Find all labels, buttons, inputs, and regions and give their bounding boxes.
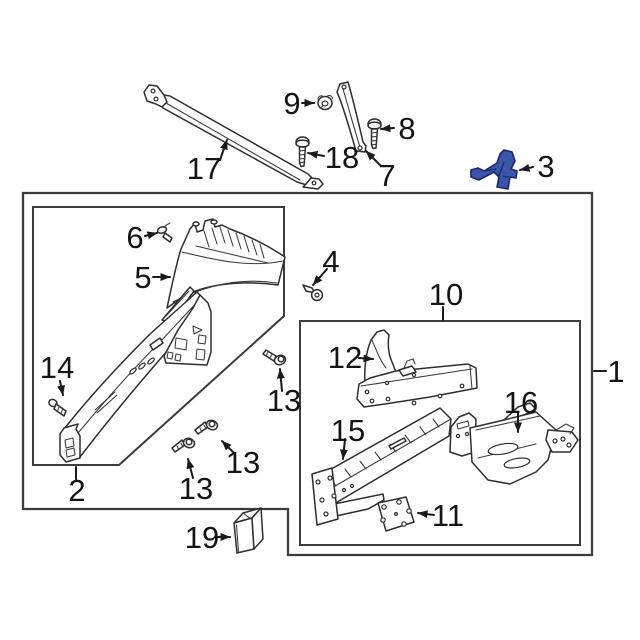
leader-8	[380, 124, 395, 133]
part-13-bolt-c	[171, 437, 196, 453]
leader-13c	[186, 458, 195, 479]
part-4-rivet	[302, 284, 324, 302]
part-12-rail-bracket	[356, 329, 478, 408]
assembly-box-1	[21, 191, 594, 557]
part-label-19: 19	[185, 520, 219, 555]
part-2-fender-apron	[59, 291, 212, 463]
part-16-apron-assembly	[449, 402, 579, 485]
part-label-7: 7	[378, 158, 395, 193]
part-label-13c: 13	[179, 471, 213, 506]
leader-18	[307, 150, 325, 159]
part-13-bolt-b	[194, 419, 219, 435]
part-3-bracket-highlighted	[470, 149, 518, 190]
part-label-12: 12	[328, 340, 362, 375]
part-label-14: 14	[40, 350, 74, 385]
part-label-10: 10	[429, 277, 463, 312]
part-19-spacer-block	[233, 507, 264, 554]
leader-4	[312, 268, 328, 286]
leader-11	[417, 510, 435, 519]
part-label-5: 5	[134, 260, 151, 295]
leader-7	[365, 150, 382, 167]
leader-15	[339, 438, 348, 460]
part-label-13a: 13	[267, 383, 301, 418]
part-11-bracket-plate	[377, 496, 415, 532]
part-label-16: 16	[504, 385, 538, 420]
part-label-13b: 13	[226, 445, 260, 480]
part-label-18: 18	[325, 140, 359, 175]
assembly-box-2	[32, 206, 285, 466]
part-7-support-bracket	[336, 81, 367, 153]
part-label-11: 11	[432, 498, 464, 533]
leader-12	[358, 354, 374, 363]
part-6-clip	[156, 222, 173, 243]
part-9-nut	[317, 95, 334, 111]
leader-17	[219, 139, 228, 161]
part-label-9: 9	[283, 86, 300, 121]
assembly-box-10	[299, 320, 581, 546]
leader-13b	[221, 440, 236, 455]
leader-6	[144, 231, 158, 240]
part-label-4: 4	[322, 244, 339, 279]
part-8-bolt	[367, 118, 382, 150]
leader-3	[519, 163, 534, 172]
part-label-2: 2	[68, 473, 85, 508]
part-17-brace	[143, 84, 324, 190]
part-label-6: 6	[126, 220, 143, 255]
part-13-bolt-a	[262, 349, 287, 366]
leader-14	[57, 380, 65, 396]
part-label-15: 15	[331, 413, 365, 448]
leader-13a	[276, 368, 285, 392]
part-label-3: 3	[537, 149, 554, 184]
part-label-8: 8	[398, 111, 415, 146]
part-15-frame-rail	[311, 407, 452, 526]
part-14-bolt	[48, 398, 67, 417]
part-label-17: 17	[187, 151, 221, 186]
part-5-wheelhouse-panel	[161, 218, 286, 324]
part-label-1: 1	[607, 354, 624, 389]
part-18-bolt	[295, 136, 310, 168]
